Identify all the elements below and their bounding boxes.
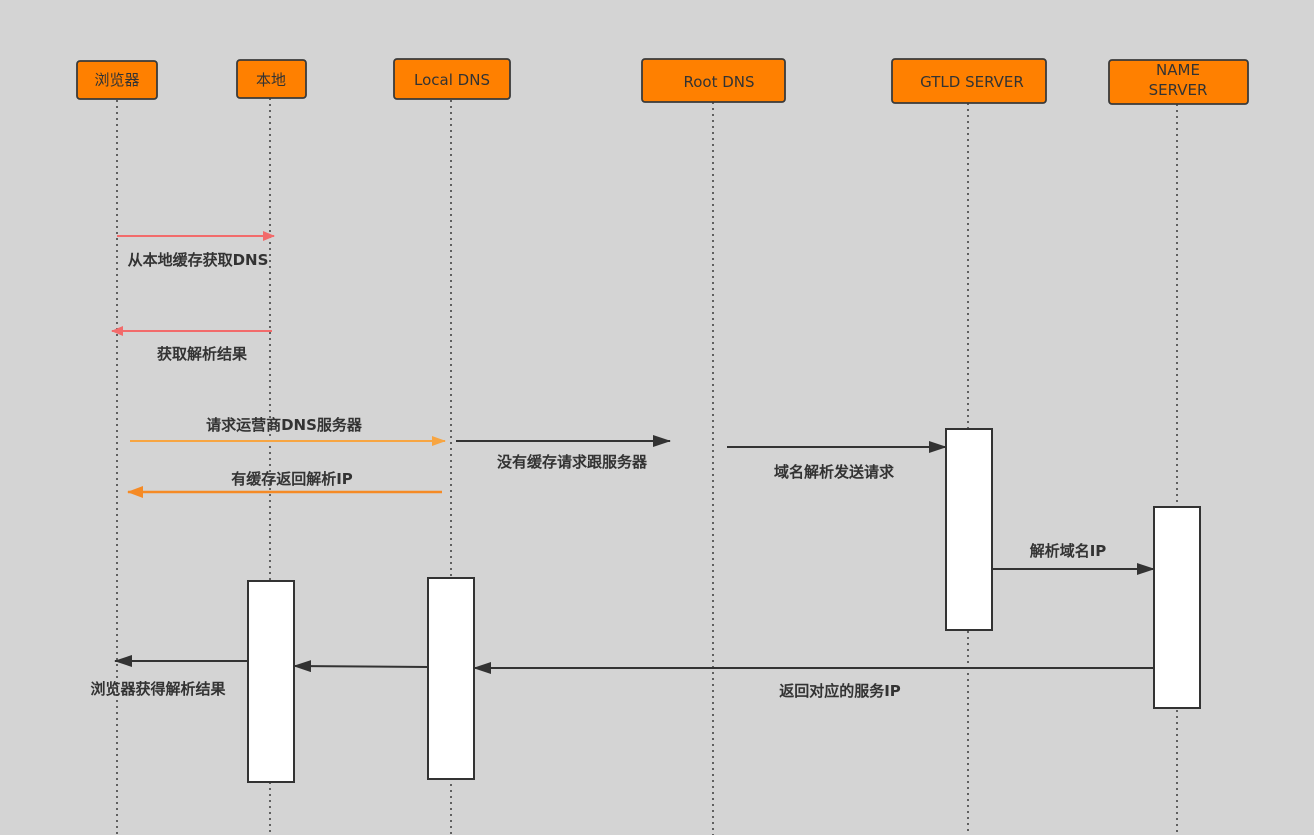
actor-localdns-label: Local DNS [414,71,490,89]
message-label: 域名解析发送请求 [774,463,895,481]
message-label: 没有缓存请求跟服务器 [497,453,648,471]
actor-gtld-label: GTLD SERVER [920,73,1024,91]
message-arrow [293,660,429,673]
actor-localdns: Local DNS [393,58,511,100]
activation-gtld [945,428,993,631]
actor-browser-label: 浏览器 [94,71,139,89]
actor-local: 本地 [236,59,307,99]
actor-browser: 浏览器 [76,60,158,100]
message-localdns-to-local [293,660,429,673]
actor-gtld: GTLD SERVER [891,58,1047,104]
message-label: 有缓存返回解析IP [231,470,353,488]
message-resolve-domain-ip: 解析域名IP [992,542,1155,575]
activation-local [247,580,295,783]
message-label: 浏览器获得解析结果 [90,680,226,698]
message-label: 获取解析结果 [157,345,248,363]
message-request-isp-dns: 请求运营商DNS服务器 [130,416,446,446]
actor-nameserver-label: NAME SERVER [1149,61,1208,99]
message-label: 从本地缓存获取DNS [128,251,269,269]
message-label: 请求运营商DNS服务器 [206,416,363,434]
actor-nameserver-label-line: SERVER [1149,81,1208,99]
actor-rootdns-label: Root DNS [683,73,754,91]
message-browser-gets-result: 浏览器获得解析结果 [90,655,248,698]
activation-localdns [427,577,475,780]
message-from-local-cache: 从本地缓存获取DNS [117,231,275,269]
actor-rootdns: Root DNS [641,58,786,103]
message-return-service-ip: 返回对应的服务IP [473,662,1154,700]
message-label: 返回对应的服务IP [779,682,901,700]
message-label: 解析域名IP [1030,542,1107,560]
actor-nameserver: NAME SERVER [1108,59,1249,105]
message-cached-return-ip: 有缓存返回解析IP [127,470,442,498]
message-get-result: 获取解析结果 [111,326,272,363]
actor-nameserver-label-line: NAME [1156,61,1200,79]
message-no-cache-request-root: 没有缓存请求跟服务器 [456,435,671,471]
actor-local-label: 本地 [256,71,286,89]
activation-nameserver [1153,506,1201,709]
message-domain-resolve-request: 域名解析发送请求 [727,441,947,481]
